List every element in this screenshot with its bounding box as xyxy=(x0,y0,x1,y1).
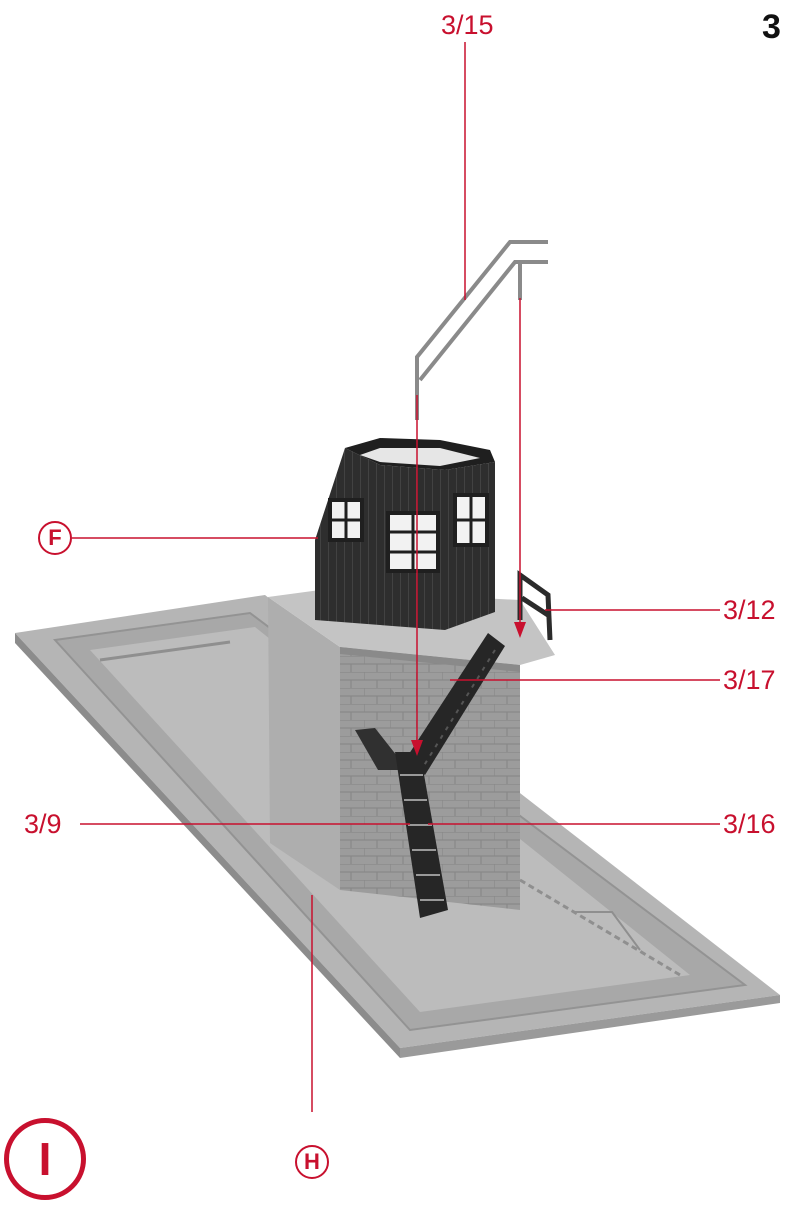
signal-cabin xyxy=(315,438,495,630)
callout-3-9: 3/9 xyxy=(24,809,62,839)
insert-arrow-left xyxy=(411,740,423,756)
leader-lines xyxy=(72,42,720,1112)
upper-staircase xyxy=(405,633,505,775)
page-number: 3 xyxy=(762,8,781,46)
language-badge: I xyxy=(4,1118,86,1200)
part-label-f: F xyxy=(38,521,72,555)
callout-3-16: 3/16 xyxy=(723,809,776,839)
callout-3-12: 3/12 xyxy=(723,595,776,625)
tower-body xyxy=(268,590,555,910)
callout-3-15: 3/15 xyxy=(441,10,494,40)
lower-staircase xyxy=(355,728,448,918)
callout-3-17: 3/17 xyxy=(723,665,776,695)
part-label-h: H xyxy=(295,1145,329,1179)
insert-arrow-right xyxy=(514,622,526,638)
handrail-part xyxy=(415,240,548,420)
